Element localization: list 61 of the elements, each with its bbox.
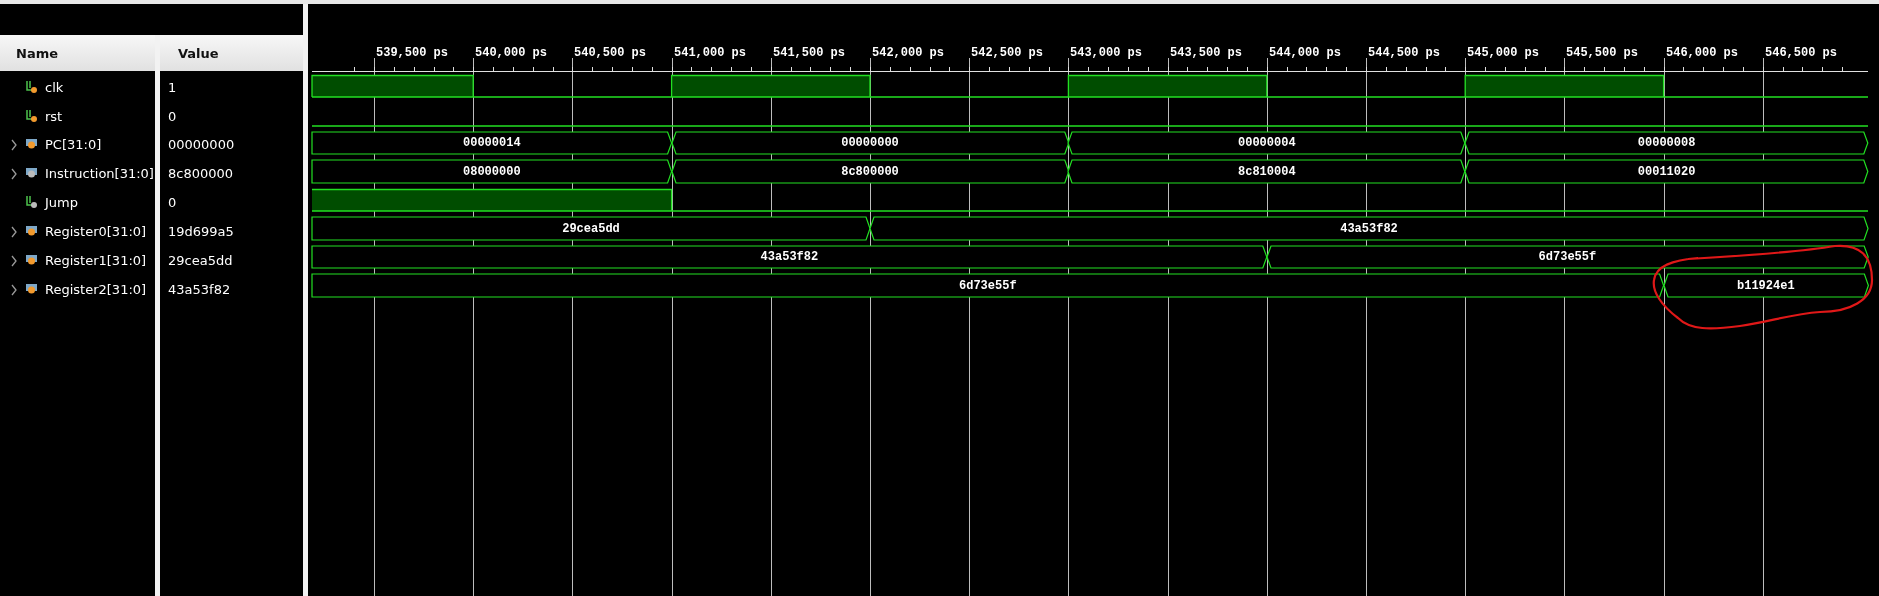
column-header: Name (16, 46, 58, 62)
time-tick-label: 541,000 ps (674, 46, 746, 60)
bus-value: 6d73e55f (1538, 250, 1597, 264)
bus-value: 00000014 (463, 136, 521, 150)
time-tick-label: 542,000 ps (872, 46, 944, 60)
time-tick-label: 544,000 ps (1269, 46, 1341, 60)
column-header: Value (178, 46, 219, 62)
signal-value: 1 (168, 80, 177, 96)
time-tick-label: 543,000 ps (1070, 46, 1142, 60)
bus-value: 00011020 (1637, 164, 1696, 179)
time-tick-label: 544,500 ps (1368, 46, 1440, 60)
bus-value: 8c810004 (1238, 164, 1296, 179)
signal-value: 19d699a5 (168, 224, 234, 240)
bus-value: 43a53f82 (1340, 221, 1398, 236)
bus-value-segment (1465, 132, 1868, 154)
bus-value-segment (1266, 246, 1868, 268)
bus-value: 43a53f82 (760, 250, 819, 264)
bus-value-segment (312, 246, 1267, 268)
signal-name: clk (45, 80, 64, 96)
bus-value-segment (312, 132, 672, 154)
signal-value: 00000000 (168, 137, 235, 153)
time-tick-label: 545,000 ps (1467, 46, 1539, 60)
bus-value-segment (312, 217, 870, 240)
signal-name: Register0[31:0] (45, 224, 147, 240)
bus-value-segment (1068, 160, 1466, 183)
bus-value: 00000008 (1637, 136, 1696, 150)
bus-value: 00000000 (841, 136, 899, 150)
bus-value-segment (870, 217, 1868, 240)
time-tick-label: 539,500 ps (376, 46, 448, 60)
signal-name: Jump (45, 195, 78, 211)
bus-value: 6d73e55f (959, 278, 1017, 293)
signal-value: 0 (168, 195, 177, 211)
bus-value: 08000000 (463, 164, 521, 179)
bus-value: 8c800000 (841, 164, 899, 179)
time-tick-label: 546,000 ps (1666, 46, 1738, 60)
bus-value-segment (312, 160, 672, 183)
signal-value: 8c800000 (168, 166, 234, 182)
time-tick-label: 545,500 ps (1566, 46, 1638, 60)
signal-name: Register1[31:0] (45, 253, 147, 269)
bus-value: 00000004 (1238, 136, 1296, 150)
bus-value-segment (1465, 160, 1868, 183)
time-tick-label: 542,500 ps (971, 46, 1043, 60)
signal-name: rst (45, 109, 63, 125)
bus-value-segment (312, 274, 1664, 297)
time-tick-label: 541,500 ps (773, 46, 845, 60)
bus-value: b11924e1 (1737, 278, 1795, 293)
time-tick-label: 546,500 ps (1765, 46, 1837, 60)
signal-name: PC[31:0] (45, 137, 102, 153)
time-tick-label: 543,500 ps (1170, 46, 1242, 60)
bus-value: 29cea5dd (562, 221, 620, 236)
signal-value: 0 (168, 109, 177, 125)
bus-value-segment (1068, 132, 1466, 154)
bus-value-segment (671, 160, 1069, 183)
signal-name: Instruction[31:0] (45, 166, 154, 182)
signal-value: 29cea5dd (168, 253, 233, 269)
signal-value: 43a53f82 (168, 282, 231, 298)
bus-value-segment (1663, 274, 1868, 297)
time-tick-label: 540,500 ps (574, 46, 646, 60)
bus-value-segment (671, 132, 1069, 154)
time-tick-label: 540,000 ps (475, 46, 547, 60)
signal-name: Register2[31:0] (45, 282, 147, 298)
